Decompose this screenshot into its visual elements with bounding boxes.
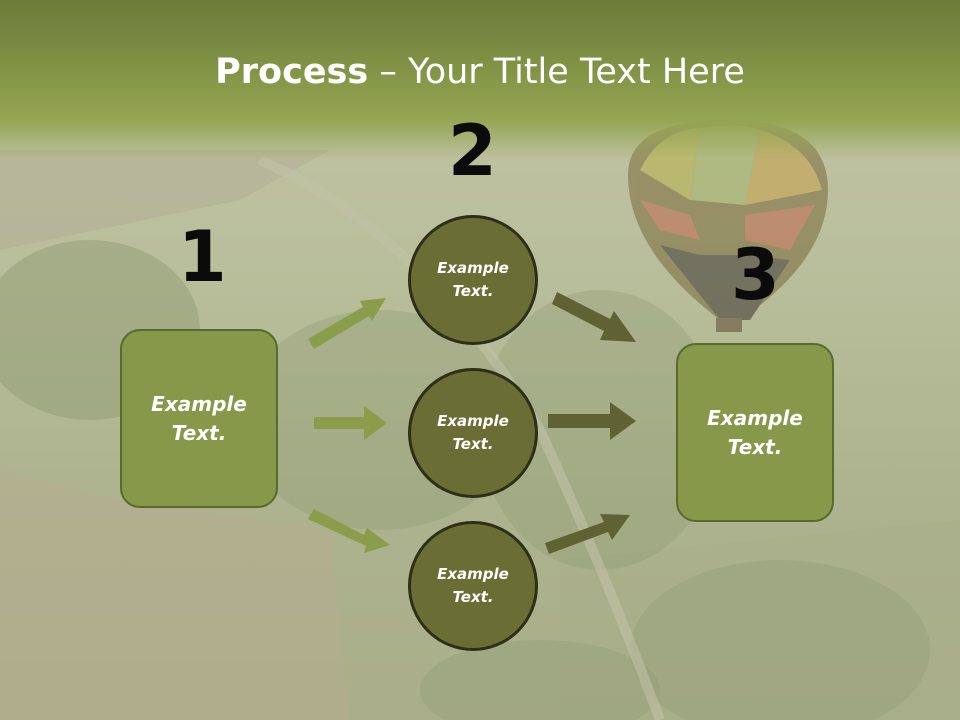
step-2-number: 2: [448, 110, 497, 192]
step-1-number: 1: [178, 216, 227, 298]
circle-bottom-text: Example Text.: [437, 565, 509, 606]
circle-top-text: Example Text.: [437, 259, 509, 300]
title-bar: [0, 0, 960, 160]
arrow-bottom-to-3: [545, 514, 630, 554]
circle-middle-text: Example Text.: [437, 412, 509, 453]
step-2-circle-top[interactable]: Example Text.: [408, 215, 538, 345]
arrow-1-to-middle: [314, 406, 387, 440]
title-rest: – Your Title Text Here: [368, 52, 745, 92]
title-bold: Process: [215, 52, 369, 92]
step-1-box[interactable]: Example Text.: [120, 329, 278, 508]
step-2-circle-middle[interactable]: Example Text.: [408, 368, 538, 498]
step-3-number: 3: [731, 234, 780, 316]
step-3-box[interactable]: Example Text.: [676, 343, 834, 522]
slide-title: Process – Your Title Text Here: [0, 52, 960, 92]
arrow-middle-to-3: [548, 402, 636, 440]
arrow-1-to-bottom: [308, 509, 390, 553]
arrow-top-to-3: [552, 292, 636, 342]
step-2-circle-bottom[interactable]: Example Text.: [408, 521, 538, 651]
step-3-text: Example Text.: [707, 405, 803, 459]
step-1-text: Example Text.: [151, 391, 247, 445]
arrow-1-to-top: [308, 298, 386, 349]
